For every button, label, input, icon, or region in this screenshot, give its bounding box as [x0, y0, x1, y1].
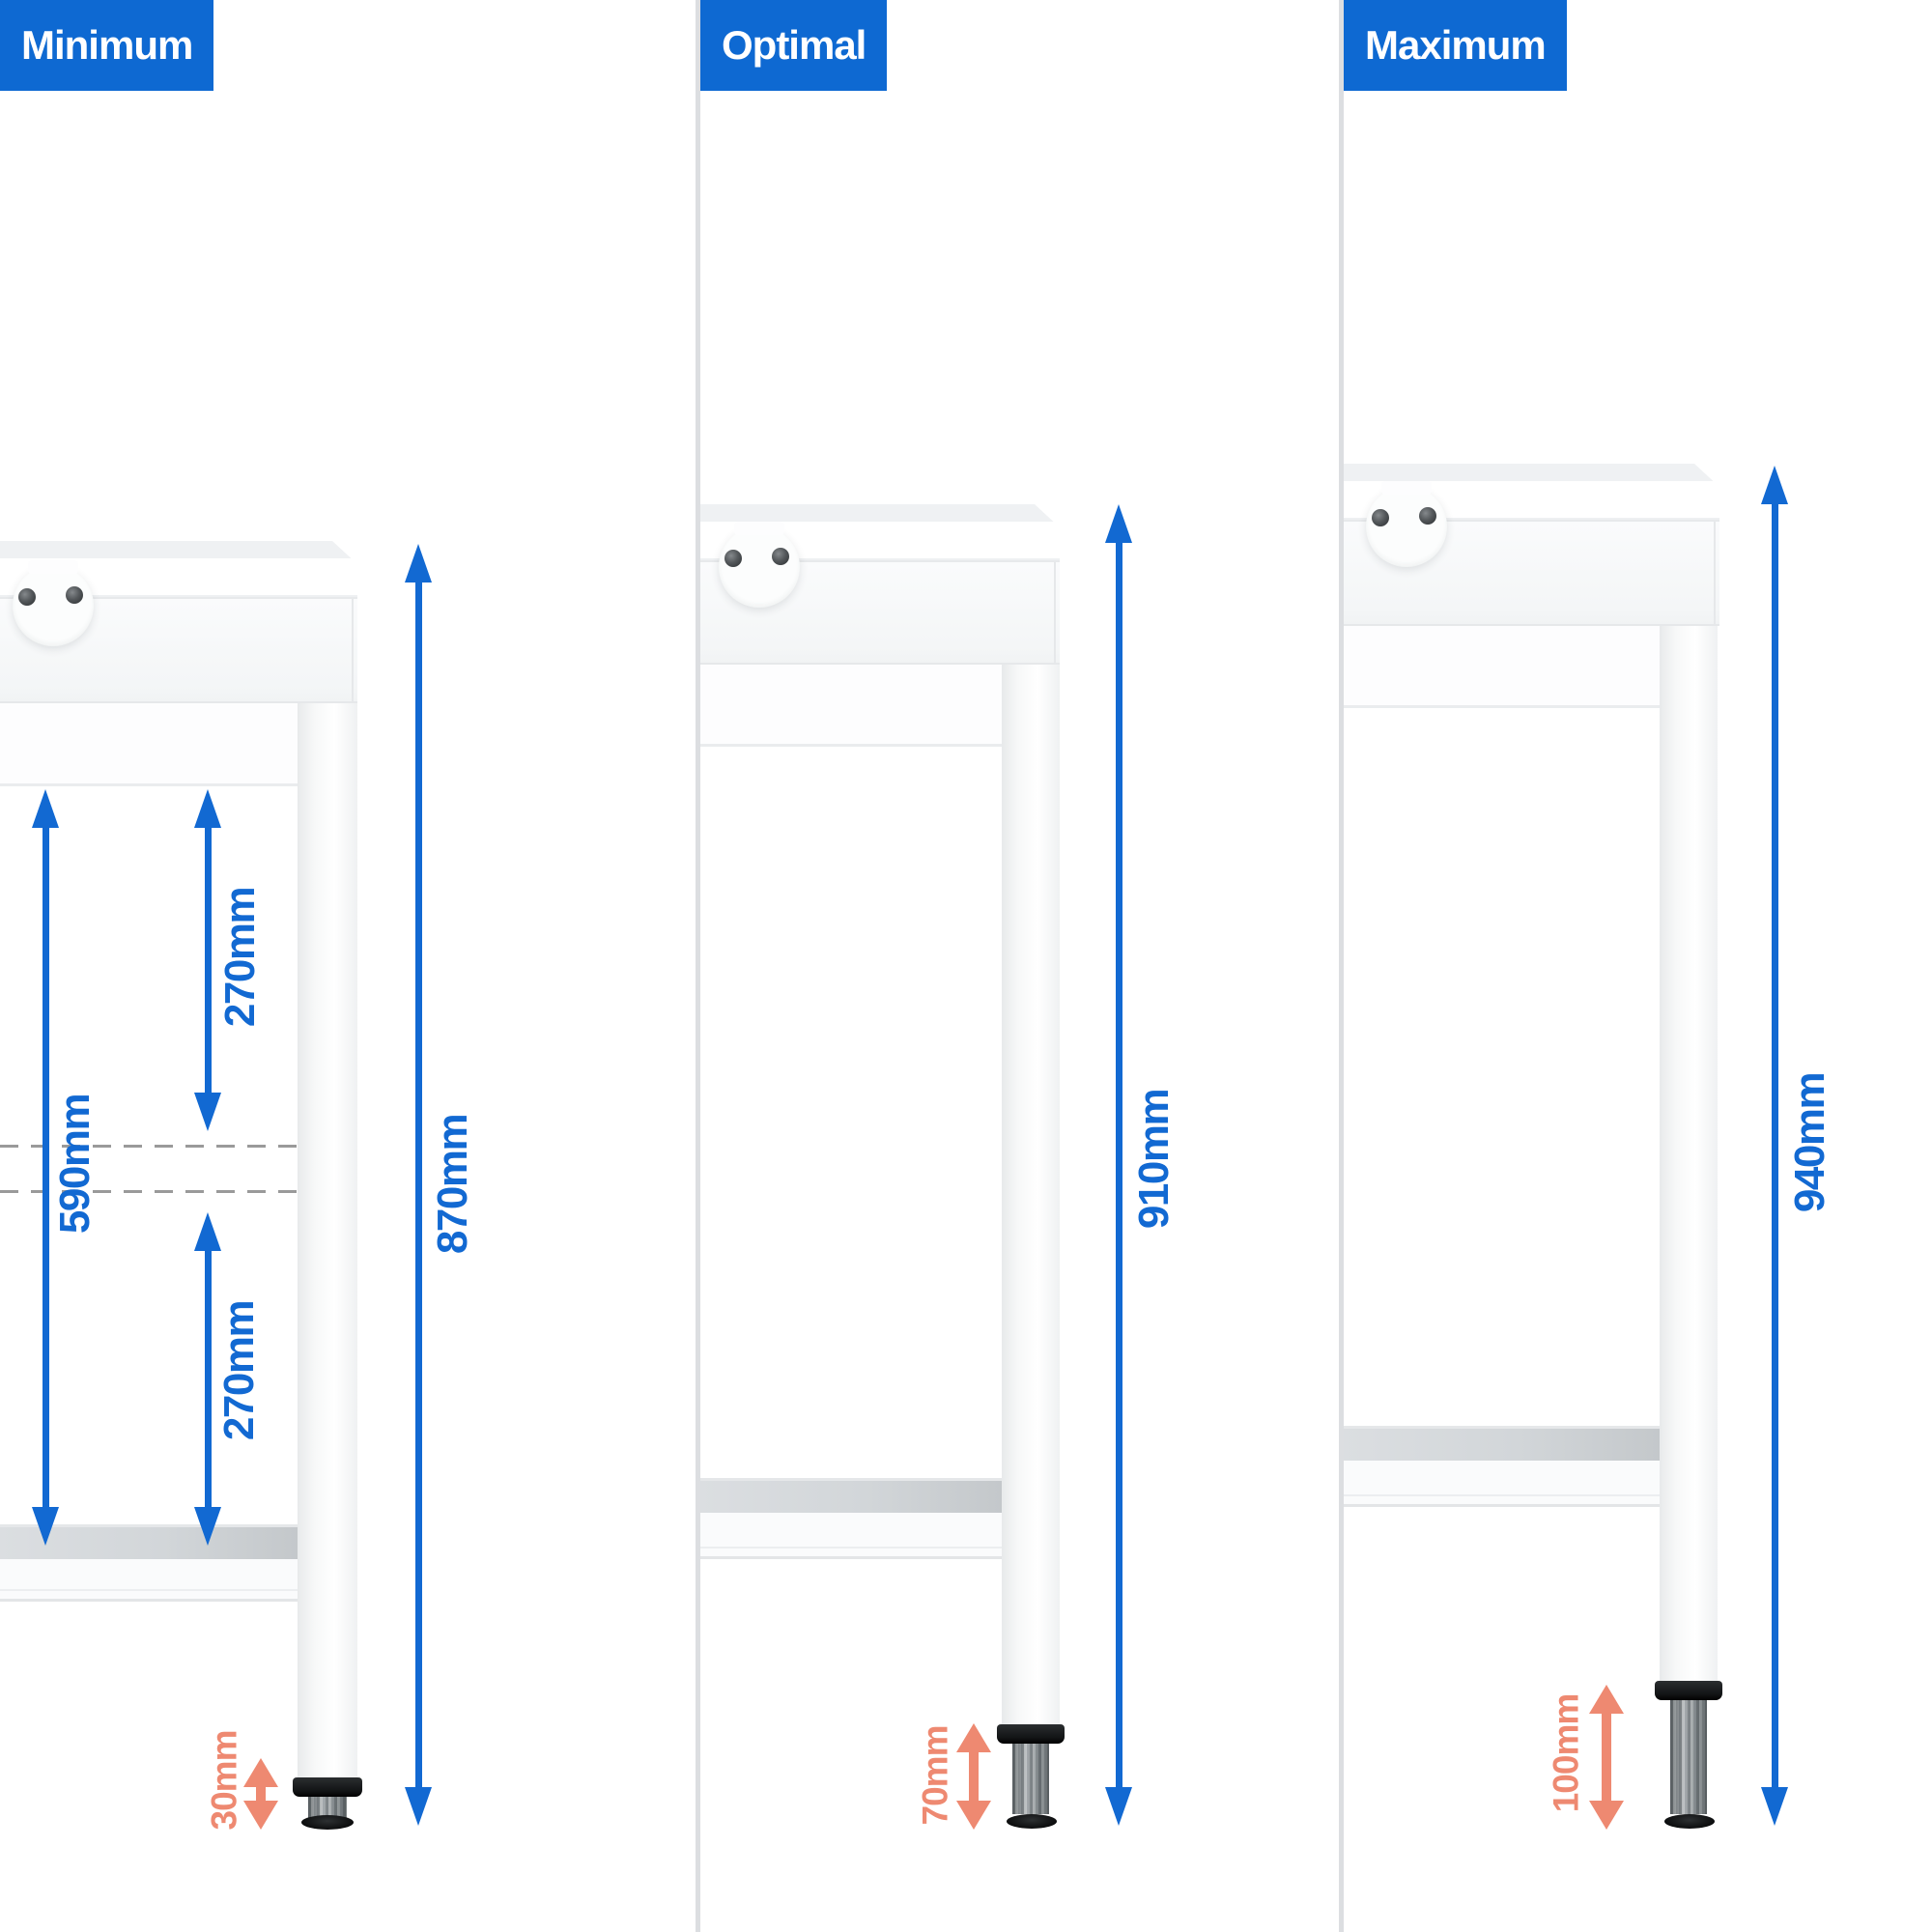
dimension-arrow-total-height [405, 544, 432, 1826]
panel-divider [696, 0, 700, 1932]
screw-icon [1372, 509, 1389, 526]
foot-collar [997, 1724, 1065, 1744]
screw-icon [724, 550, 742, 567]
foot-adjust-label: 30mm [204, 1730, 244, 1831]
foot-base [1007, 1814, 1057, 1829]
foot-base [301, 1815, 354, 1830]
worktable-top-surface [1344, 464, 1719, 481]
dimension-label-total-height: 910mm [1130, 1089, 1178, 1230]
table-leg [298, 703, 357, 1777]
foot-adjust-arrow [1589, 1685, 1624, 1830]
dimension-label-clearance-upper: 270mm [216, 887, 264, 1028]
table-leg [1002, 665, 1060, 1724]
dashed-guide-line [0, 1190, 298, 1193]
mounting-bracket [13, 560, 94, 646]
dimension-arrow-total-height [1761, 466, 1788, 1826]
screw-icon [66, 586, 83, 604]
screw-icon [1419, 507, 1436, 525]
foot-adjust-arrow [243, 1758, 278, 1830]
worktable-top-surface [700, 504, 1060, 522]
dimension-arrow-clearance-upper [194, 789, 221, 1131]
rear-rail [700, 665, 1002, 747]
dimension-label-total-height: 940mm [1786, 1072, 1833, 1213]
dimension-arrow-clearance-total [32, 789, 59, 1546]
mounting-bracket [719, 522, 800, 608]
foot-collar [293, 1777, 362, 1797]
rear-rail [0, 703, 298, 786]
adjustable-foot [1012, 1744, 1049, 1814]
dashed-guide-line [0, 1145, 298, 1148]
dimension-arrow-clearance-lower [194, 1212, 221, 1546]
panel-title-optimal: Optimal [700, 0, 888, 91]
panel-title-maximum: Maximum [1344, 0, 1567, 91]
screw-icon [18, 588, 36, 606]
foot-collar [1655, 1681, 1722, 1700]
dimension-label-clearance-total: 590mm [51, 1094, 99, 1235]
foot-adjust-label: 100mm [1546, 1693, 1586, 1813]
dimension-arrow-total-height [1105, 504, 1132, 1826]
mounting-bracket [1366, 481, 1447, 567]
foot-base [1664, 1814, 1715, 1829]
undershelf-top [1344, 1426, 1660, 1461]
screw-icon [772, 548, 789, 565]
worktable-top-surface [0, 541, 357, 558]
undershelf-front [0, 1559, 298, 1602]
undershelf-front [700, 1513, 1002, 1559]
rear-rail [1344, 626, 1660, 708]
foot-adjust-arrow [956, 1723, 991, 1830]
dimension-label-total-height: 870mm [429, 1114, 476, 1255]
undershelf-front [1344, 1461, 1660, 1507]
table-apron [0, 597, 357, 703]
table-leg [1660, 626, 1718, 1681]
panel-divider [1339, 0, 1344, 1932]
undershelf-top [700, 1478, 1002, 1513]
panel-title-minimum: Minimum [0, 0, 214, 91]
dimension-label-clearance-lower: 270mm [215, 1300, 263, 1441]
foot-adjust-label: 70mm [915, 1725, 955, 1826]
adjustable-foot [1670, 1700, 1707, 1814]
